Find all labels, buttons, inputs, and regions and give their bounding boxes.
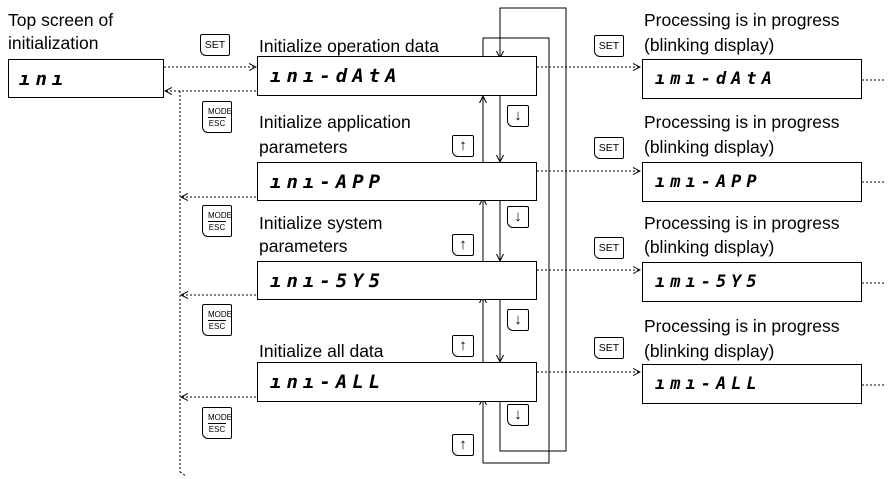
proc-4-line2: (blinking display) [644,341,775,361]
display-text-application: ını-APP [270,171,386,193]
display-text-system: ını-5Y5 [270,270,386,292]
blink-text-2: ımı-APP [655,172,762,192]
proc-2-line2: (blinking display) [644,137,775,157]
down-key-3: ↓ [507,309,529,331]
proc-4-line1: Processing is in progress [644,316,840,336]
down-key-1: ↓ [507,105,529,127]
display-box-operation-data: ını-dAtA [257,56,537,96]
down-key-2: ↓ [507,206,529,228]
up-key-2: ↑ [452,234,474,256]
proc-2-line1: Processing is in progress [644,112,840,132]
label-application-line2: parameters [259,137,348,157]
up-key-4: ↑ [452,434,474,456]
up-key-1: ↑ [452,135,474,157]
display-box-application: ını-APP [257,162,537,201]
blink-text-3: ımı-5Y5 [655,272,762,292]
set-key-top: SET [200,34,230,56]
proc-3-line2: (blinking display) [644,237,775,257]
label-system-line1: Initialize system [259,213,383,233]
blink-box-1: ımı-dAtA [642,59,862,99]
blink-box-2: ımı-APP [642,162,862,202]
label-all-data: Initialize all data [259,341,384,361]
blink-text-4: ımı-ALL [655,374,762,394]
top-title-line1: Top screen of [8,10,114,30]
loop-up-line [482,37,550,464]
display-text-all-data: ını-ALL [270,371,386,393]
top-display-text: ını [19,68,69,90]
proc-3-line1: Processing is in progress [644,213,840,233]
label-system-line2: parameters [259,236,348,256]
blink-box-4: ımı-ALL [642,364,862,404]
blink-text-1: ımı-dAtA [655,69,777,89]
label-application-line1: Initialize application [259,112,411,132]
down-key-4: ↓ [507,404,529,426]
display-box-all-data: ını-ALL [257,362,537,402]
display-text-operation-data: ını-dAtA [270,65,402,87]
proc-1-line1: Processing is in progress [644,10,840,30]
set-key-3: SET [594,237,624,259]
blink-box-3: ımı-5Y5 [642,262,862,302]
top-title-line2: initialization [8,33,99,53]
set-key-4: SET [594,337,624,359]
display-box-system: ını-5Y5 [257,261,537,300]
label-operation-data: Initialize operation data [259,36,439,56]
set-key-2: SET [594,137,624,159]
proc-1-line2: (blinking display) [644,35,775,55]
loop-down-line [500,7,567,452]
up-key-3: ↑ [452,335,474,357]
top-display-box: ını [8,59,164,98]
set-key-1: SET [594,35,624,57]
